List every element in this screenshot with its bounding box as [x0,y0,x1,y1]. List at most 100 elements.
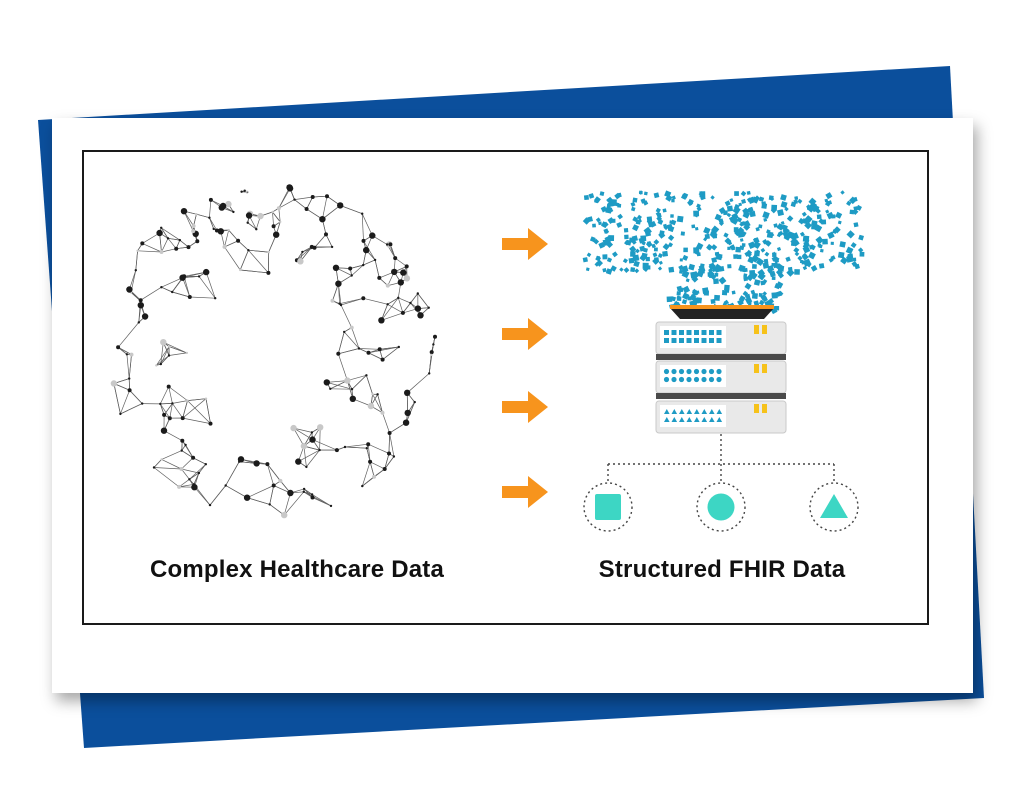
data-particle [710,230,717,238]
network-node [363,246,370,254]
data-particle [631,239,637,245]
network-node [367,402,375,410]
data-particle [733,227,739,232]
network-node [208,216,211,219]
data-particle [656,212,662,218]
network-node [159,362,162,366]
data-particle [808,251,816,260]
network-node [329,387,332,390]
network-node [373,258,377,262]
network-node [219,202,227,210]
network-node [286,184,293,191]
data-particle [630,267,636,273]
network-node [236,238,241,243]
data-particle [809,244,814,250]
data-particle [780,194,787,201]
data-particle [670,214,674,218]
network-node [174,246,179,251]
data-particle [583,194,589,201]
data-particle [852,208,859,215]
network-node [377,347,382,352]
network-node [186,245,191,250]
network-node [335,280,342,287]
data-particle [803,240,810,248]
network-node [214,297,217,300]
network-node [385,243,389,246]
data-particle [801,211,807,217]
data-particle [825,192,833,200]
network-node [349,395,356,402]
network-node [137,321,140,324]
data-particle [669,220,673,224]
server-led [679,338,684,343]
data-particle [783,233,791,241]
data-particle [653,192,660,199]
network-node [188,478,191,481]
data-particle [710,273,717,280]
data-particle [606,257,613,263]
network-node [403,275,411,282]
network-node [365,374,368,377]
data-particle [657,266,663,271]
data-particle [739,238,744,242]
server-led [709,338,714,343]
network-node [378,317,385,324]
network-node [357,347,361,350]
server-led [671,417,678,422]
data-particle [640,235,647,242]
data-particle [634,268,640,274]
data-particle [694,227,699,231]
network-node [427,306,430,309]
data-particle [624,234,629,240]
data-particle [587,216,593,223]
network-node [377,275,382,280]
data-particle [671,199,675,203]
data-particle [840,256,848,265]
network-node [238,460,241,463]
data-particle [617,213,624,220]
network-node [310,431,314,434]
server-led [686,417,693,422]
server-indicator [762,404,767,413]
network-node [267,250,270,254]
data-particle [726,212,732,218]
data-particle [598,221,602,226]
network-node [404,409,411,417]
network-node [119,412,122,416]
data-particle [755,257,765,267]
network-node [300,442,308,450]
data-particle [710,244,718,251]
network-node [195,239,200,244]
data-particle [769,196,775,202]
data-particle [703,226,711,235]
network-node [245,190,248,193]
data-particle [758,196,765,202]
data-particle [714,213,722,221]
network-node [232,210,235,214]
network-node [302,487,306,491]
data-particle [607,207,614,214]
data-particle [825,209,830,214]
data-particle [764,240,772,247]
diagram-canvas [110,184,865,532]
data-particle [757,269,766,277]
data-particle [693,210,700,217]
data-particle [859,251,865,257]
data-particle [668,266,675,273]
data-particle [619,267,624,272]
data-particle [749,271,758,280]
data-particle [762,262,770,269]
data-particle [738,202,743,207]
network-node [227,228,230,232]
server-led [709,330,714,335]
network-node [126,286,133,293]
data-particle [696,242,704,250]
network-node [171,402,174,405]
data-particle [689,293,697,301]
network-node [134,269,137,272]
network-graph-ring-icon [110,184,437,519]
network-node [393,256,398,261]
data-particle [770,207,777,214]
data-particle [743,210,747,215]
network-node [323,379,330,386]
